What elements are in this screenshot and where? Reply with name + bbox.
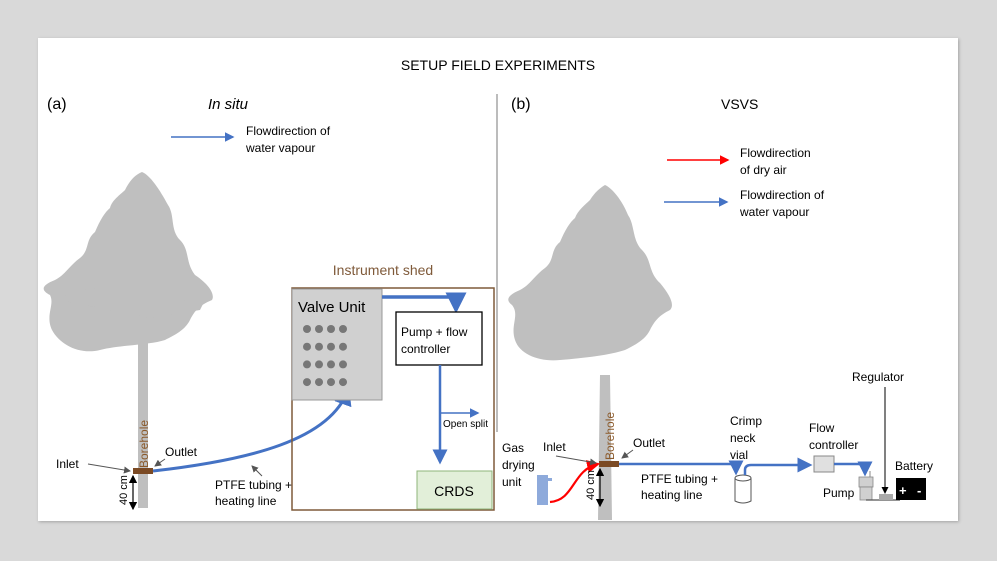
ptfe-tubing xyxy=(619,460,744,476)
battery-minus: - xyxy=(917,483,921,498)
valve-port xyxy=(315,378,323,387)
legend-water-vapour-line1: Flowdirection of xyxy=(740,188,825,202)
flow-controller-label-line1: Flow xyxy=(809,421,835,435)
inlet-pointer xyxy=(555,455,597,466)
tubing-label-line1: PTFE tubing + xyxy=(641,472,718,486)
gas-drying-label-line1: Gas xyxy=(502,441,524,455)
valve-port xyxy=(315,325,323,333)
vial-label-line3: vial xyxy=(730,448,748,462)
legend-dry-air-line2: of dry air xyxy=(740,163,787,177)
tree-icon xyxy=(43,172,213,508)
panel-b-label: (b) xyxy=(511,96,531,113)
pump-flow-controller-box xyxy=(395,311,483,366)
panel-b-title: VSVS xyxy=(721,96,758,112)
outlet-pointer xyxy=(621,449,634,459)
battery-label: Battery xyxy=(895,459,933,473)
flow-controller-to-pump xyxy=(834,461,873,477)
valve-unit-label: Valve Unit xyxy=(298,299,366,316)
legend-water-vapour-line2: water vapour xyxy=(739,205,809,219)
outlet-label: Outlet xyxy=(165,445,198,459)
borehole-label: Borehole xyxy=(603,412,617,460)
panel-b: (b) VSVS Flowdirection of dry air Flowdi… xyxy=(502,96,933,520)
flow-controller-label-line2: controller xyxy=(809,438,858,452)
gas-drying-unit-icon xyxy=(537,475,552,505)
borehole-pipe xyxy=(133,468,153,474)
valve-port xyxy=(315,360,323,369)
crds-analyzer xyxy=(416,470,493,510)
tubing-label-line1: PTFE tubing + xyxy=(215,478,292,492)
valve-port xyxy=(315,342,323,351)
pump-label-line1: Pump + flow xyxy=(401,325,468,339)
outlet-label: Outlet xyxy=(633,436,666,450)
inlet-label: Inlet xyxy=(543,440,566,454)
vial-label-line1: Crimp xyxy=(730,414,762,428)
battery-icon xyxy=(896,478,926,500)
pump-label-line2: controller xyxy=(401,342,450,356)
depth-label: 40 cm xyxy=(585,470,597,500)
valve-port xyxy=(339,378,347,387)
legend-water-vapour-line1: Flowdirection of xyxy=(246,124,331,138)
tubing-label-line2: heating line xyxy=(641,488,703,502)
valve-port xyxy=(303,378,311,387)
panel-a-label: (a) xyxy=(47,96,67,113)
crimp-neck-vial-icon xyxy=(734,474,752,504)
outlet-pointer xyxy=(154,458,166,467)
panel-a: (a) In situ Flowdirection of water vapou… xyxy=(43,96,495,511)
regulator-label: Regulator xyxy=(852,370,904,384)
dry-air-flow xyxy=(549,460,601,504)
pump-label: Pump xyxy=(823,486,855,500)
figure-title: SETUP FIELD EXPERIMENTS xyxy=(401,57,595,73)
regulator-icon xyxy=(879,494,893,500)
vial-label-line2: neck xyxy=(730,431,756,445)
valve-port xyxy=(327,342,335,351)
crds-label: CRDS xyxy=(434,483,474,499)
flow-vial-to-controller xyxy=(743,457,813,475)
valve-ports xyxy=(303,325,347,387)
valve-port xyxy=(339,360,347,369)
valve-port xyxy=(303,325,311,333)
open-split-label: Open split xyxy=(443,419,488,430)
battery-plus: + xyxy=(899,483,907,498)
borehole-pipe xyxy=(599,461,619,467)
depth-label: 40 cm xyxy=(118,475,130,505)
gas-drying-label-line3: unit xyxy=(502,475,522,489)
flow-valve-to-pump xyxy=(382,292,467,314)
valve-port xyxy=(327,325,335,333)
instrument-shed-title: Instrument shed xyxy=(333,262,433,278)
tubing-pointer xyxy=(251,465,263,477)
ptfe-tubing xyxy=(152,387,352,473)
borehole-label: Borehole xyxy=(137,420,151,468)
valve-port xyxy=(327,378,335,387)
valve-port xyxy=(339,342,347,351)
valve-port xyxy=(303,342,311,351)
flow-controller-box xyxy=(813,455,835,473)
valve-port xyxy=(339,325,347,333)
inlet-pointer xyxy=(87,463,131,474)
inlet-label: Inlet xyxy=(56,457,79,471)
gas-drying-label-line2: drying xyxy=(502,458,535,472)
tubing-label-line2: heating line xyxy=(215,494,277,508)
valve-port xyxy=(303,360,311,369)
legend-dry-air-line1: Flowdirection xyxy=(740,146,811,160)
valve-port xyxy=(327,360,335,369)
legend-water-vapour-line2: water vapour xyxy=(245,141,315,155)
panel-a-title: In situ xyxy=(208,96,249,113)
